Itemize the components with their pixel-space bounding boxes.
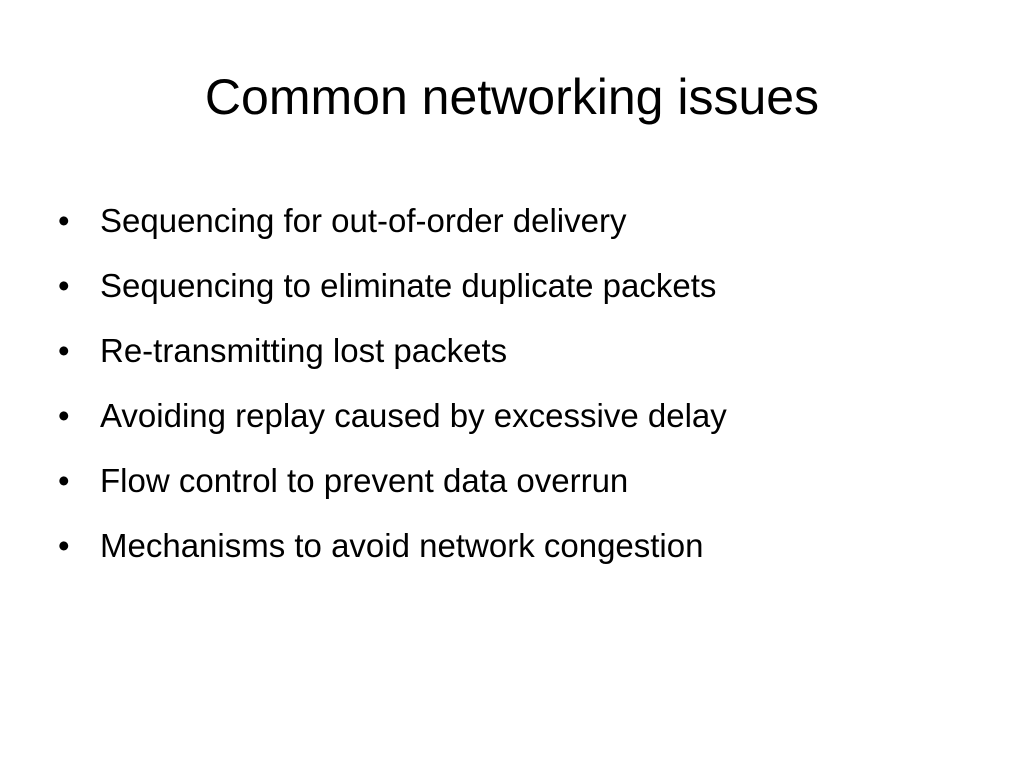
bullet-icon: • bbox=[58, 202, 70, 239]
bullet-item-5: • Flow control to prevent data overrun bbox=[58, 448, 998, 513]
bullet-text: Sequencing to eliminate duplicate packet… bbox=[100, 266, 717, 304]
bullet-text: Avoiding replay caused by excessive dela… bbox=[100, 396, 727, 434]
bullet-icon: • bbox=[58, 462, 70, 499]
bullet-icon: • bbox=[58, 527, 70, 564]
bullet-list: • Sequencing for out-of-order delivery •… bbox=[58, 188, 998, 578]
bullet-item-6: • Mechanisms to avoid network congestion bbox=[58, 513, 998, 578]
bullet-text: Sequencing for out-of-order delivery bbox=[100, 201, 627, 239]
bullet-item-3: • Re-transmitting lost packets bbox=[58, 318, 998, 383]
bullet-item-4: • Avoiding replay caused by excessive de… bbox=[58, 383, 998, 448]
bullet-text: Flow control to prevent data overrun bbox=[100, 461, 629, 499]
bullet-icon: • bbox=[58, 332, 70, 369]
bullet-icon: • bbox=[58, 397, 70, 434]
bullet-item-1: • Sequencing for out-of-order delivery bbox=[58, 188, 998, 253]
bullet-text: Mechanisms to avoid network congestion bbox=[100, 526, 704, 564]
bullet-item-2: • Sequencing to eliminate duplicate pack… bbox=[58, 253, 998, 318]
slide-title: Common networking issues bbox=[204, 69, 820, 125]
bullet-icon: • bbox=[58, 267, 70, 304]
bullet-text: Re-transmitting lost packets bbox=[100, 331, 508, 369]
